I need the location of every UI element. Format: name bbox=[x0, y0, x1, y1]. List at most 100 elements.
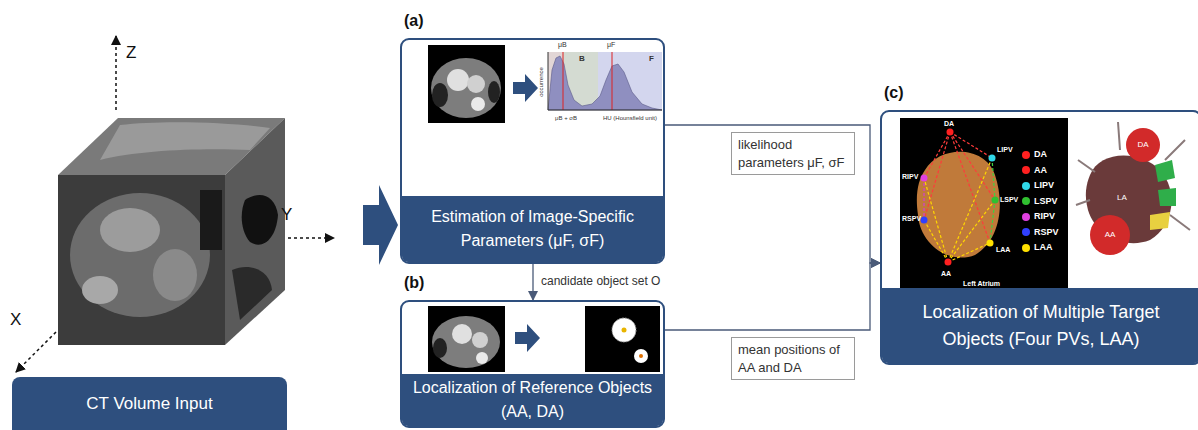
illustration-part bbox=[622, 328, 627, 333]
legend-swatch bbox=[1022, 197, 1030, 205]
panel-heading: (b) bbox=[404, 274, 424, 292]
illustration-part bbox=[585, 306, 660, 372]
illustration-part bbox=[431, 58, 501, 118]
legend-row: LIPV bbox=[1022, 181, 1054, 190]
text-label: HU (Hounsfield unit) bbox=[603, 115, 657, 121]
illustration-part bbox=[1072, 118, 1192, 288]
illustration-part bbox=[70, 193, 210, 317]
legend-row: RSPV bbox=[1022, 228, 1059, 237]
illustration-part bbox=[1158, 188, 1176, 206]
edge-label: likelihood parameters μF, σF bbox=[731, 132, 855, 175]
illustration-part bbox=[921, 217, 928, 224]
legend-row: RIPV bbox=[1022, 212, 1055, 221]
illustration-part bbox=[153, 249, 197, 301]
box-text: Localization of Reference Objects (AA, D… bbox=[410, 376, 655, 424]
illustration-part bbox=[612, 318, 636, 342]
illustration-part bbox=[82, 276, 118, 304]
illustration-part bbox=[428, 306, 505, 372]
step-title-bar: Localization of Multiple Target Objects … bbox=[882, 288, 1198, 363]
illustration-part bbox=[432, 316, 500, 368]
illustration-part bbox=[548, 56, 662, 110]
step-title-bar: Localization of Reference Objects (AA, D… bbox=[402, 374, 663, 426]
legend-text: LAA bbox=[1034, 243, 1053, 252]
panel-heading: (a) bbox=[404, 12, 424, 30]
illustration-part bbox=[1126, 128, 1160, 162]
illustration-part bbox=[563, 52, 564, 110]
legend-swatch bbox=[1022, 182, 1030, 190]
legend-swatch bbox=[1022, 213, 1030, 221]
edge-label: mean positions of AA and DA bbox=[731, 337, 855, 380]
legend-text: LIPV bbox=[1034, 181, 1054, 190]
illustration-part bbox=[452, 324, 472, 344]
ct-slice bbox=[428, 45, 505, 123]
text-label: μB bbox=[558, 41, 567, 48]
text-label: occurrence bbox=[538, 67, 544, 97]
illustration-part bbox=[1090, 215, 1130, 255]
illustration-part bbox=[989, 155, 996, 162]
text-label: LSPV bbox=[1000, 196, 1018, 203]
illustration-part bbox=[924, 132, 950, 178]
text-label: μF bbox=[607, 41, 615, 48]
illustration-part bbox=[639, 354, 643, 358]
illustration-part bbox=[467, 75, 485, 93]
legend-row: LAA bbox=[1022, 243, 1053, 252]
illustration-part bbox=[58, 175, 225, 345]
legend-swatch bbox=[1022, 244, 1030, 252]
illustration-part bbox=[950, 132, 990, 243]
connector-arrow bbox=[665, 263, 880, 330]
illustration-part bbox=[947, 129, 954, 136]
histogram bbox=[548, 52, 662, 110]
illustration-part bbox=[488, 81, 500, 103]
text-label: DA bbox=[1137, 141, 1148, 149]
illustration-part bbox=[433, 338, 447, 358]
input-box: CT Volume Input bbox=[12, 377, 287, 430]
text-label: F bbox=[649, 55, 654, 63]
text-label: RSPV bbox=[902, 215, 921, 222]
step-panel: (c)Localization of Multiple Target Objec… bbox=[880, 110, 1198, 365]
illustration-part bbox=[447, 69, 469, 91]
text-label: LAA bbox=[996, 246, 1010, 253]
box-text: Estimation of Image-Specific Parameters … bbox=[410, 205, 655, 253]
text-label: AA bbox=[1105, 231, 1116, 239]
illustration-part bbox=[948, 200, 995, 262]
illustration-part bbox=[428, 45, 505, 123]
illustration-part bbox=[924, 220, 948, 262]
illustration-part bbox=[900, 118, 1068, 290]
atrium-3d-render bbox=[1072, 118, 1192, 288]
legend-text: DA bbox=[1034, 150, 1047, 159]
legend-row: LSPV bbox=[1022, 197, 1058, 206]
illustration-part bbox=[924, 132, 950, 220]
edge-label: candidate object set O bbox=[539, 273, 662, 289]
illustration-part bbox=[634, 349, 648, 363]
box-text: Localization of Multiple Target Objects … bbox=[890, 299, 1192, 353]
illustration-part bbox=[476, 352, 488, 364]
step-arrow bbox=[515, 324, 540, 352]
legend-swatch bbox=[1022, 166, 1030, 174]
illustration-part bbox=[472, 332, 488, 348]
text-label: B bbox=[579, 55, 585, 63]
illustration-part bbox=[924, 132, 995, 262]
flow-arrow bbox=[363, 185, 398, 265]
illustration-part bbox=[432, 83, 448, 107]
text-label: Y bbox=[281, 206, 292, 223]
illustration-part bbox=[987, 240, 994, 247]
legend-swatch bbox=[1022, 151, 1030, 159]
step-arrow bbox=[513, 74, 538, 102]
illustration-part bbox=[548, 52, 549, 110]
illustration-part bbox=[471, 97, 485, 111]
legend-text: AA bbox=[1034, 166, 1047, 175]
legend-row: AA bbox=[1022, 166, 1047, 175]
panel-heading: (c) bbox=[884, 84, 904, 102]
legend-swatch bbox=[1022, 228, 1030, 236]
illustration-part bbox=[990, 200, 995, 243]
illustration-part bbox=[1150, 212, 1170, 230]
binary-mask bbox=[585, 306, 660, 372]
step-panel: (b)Localization of Reference Objects (AA… bbox=[400, 300, 665, 428]
illustration-part bbox=[924, 178, 948, 262]
illustration-part bbox=[16, 332, 56, 372]
coordinate-axes bbox=[16, 36, 334, 372]
text-label: X bbox=[10, 311, 21, 328]
legend-text: RSPV bbox=[1034, 228, 1059, 237]
box-text: CT Volume Input bbox=[86, 391, 212, 417]
